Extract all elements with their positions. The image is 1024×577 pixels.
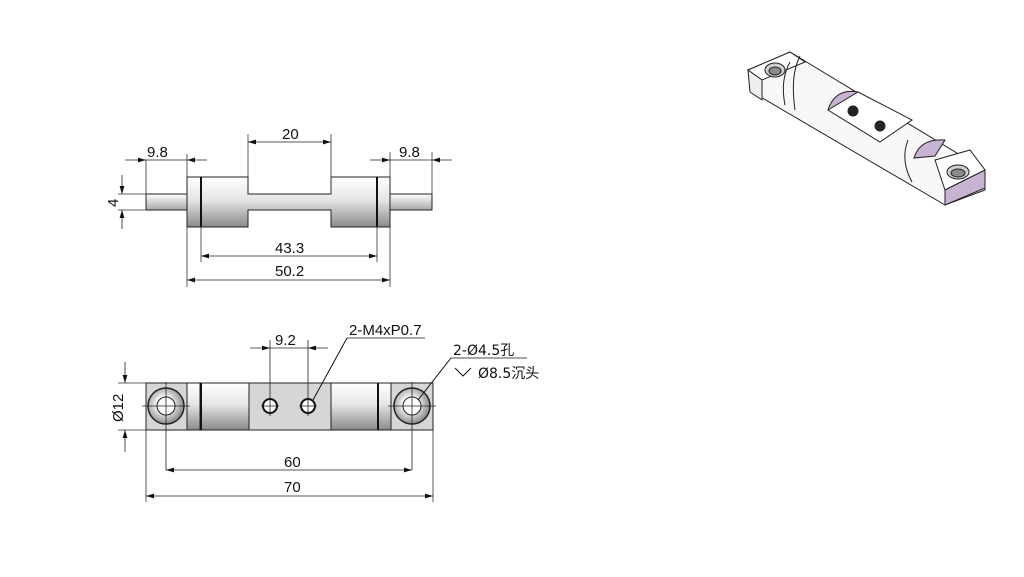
dim-inner-length: 43.3 <box>275 240 304 257</box>
note-countersink: Ø8.5沉头 <box>478 366 539 382</box>
dim-left-tab: 9.8 <box>147 144 168 161</box>
dim-overall-length: 70 <box>284 479 301 496</box>
dim-thread-spacing: 9.2 <box>275 332 296 349</box>
front-view: 9.2 2-M4xP0.7 2-Ø4.5孔 Ø8.5沉头 Ø12 60 70 <box>110 322 539 502</box>
dim-right-tab: 9.8 <box>399 144 420 161</box>
countersink-symbol-icon <box>454 367 472 377</box>
isometric-view <box>746 51 986 206</box>
dim-center-slot: 20 <box>282 126 299 143</box>
dim-pin-diameter: 4 <box>105 199 122 207</box>
dim-height: Ø12 <box>110 394 127 422</box>
dim-outer-length: 50.2 <box>275 263 304 280</box>
note-thread: 2-M4xP0.7 <box>349 322 422 339</box>
top-view: 9.8 20 9.8 4 43.3 50.2 <box>105 126 452 287</box>
dim-hole-spacing: 60 <box>284 454 301 471</box>
note-hole: 2-Ø4.5孔 <box>453 343 514 359</box>
